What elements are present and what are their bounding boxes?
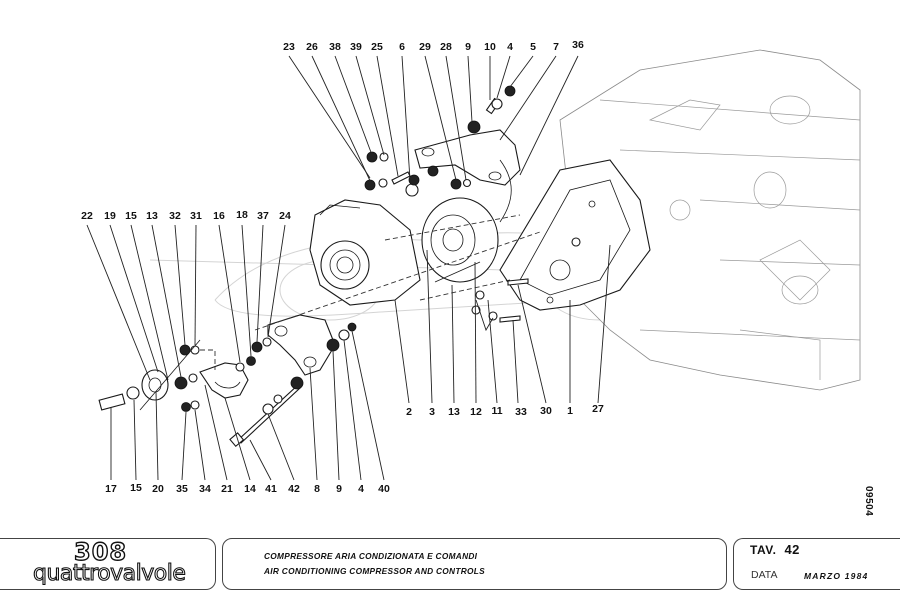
tensioner-arm — [267, 314, 357, 376]
callout: 3 — [429, 406, 435, 418]
logo-variant: quattrovalvole — [32, 561, 186, 586]
assembly-dashed-lines — [200, 214, 541, 370]
date-value: MARZO 1984 — [804, 571, 869, 581]
exploded-parts-diagram: 23 26 38 39 25 6 29 28 9 10 4 5 7 36 22 … — [81, 39, 861, 495]
callout: 15 — [130, 482, 142, 494]
engine-block — [559, 49, 861, 391]
callout: 25 — [371, 41, 383, 53]
title-block-logo-box — [0, 538, 216, 590]
title-block-table-box — [733, 538, 900, 590]
callout: 11 — [491, 405, 502, 417]
callout: 42 — [288, 483, 300, 495]
compressor-clutch-pulley — [421, 197, 499, 283]
date-label: DATA — [751, 569, 778, 581]
table-number-value: 42 — [784, 542, 800, 557]
callout: 27 — [592, 403, 604, 415]
drawing-number-text: 09504 — [863, 486, 874, 517]
drawing-number: 09504 — [846, 486, 886, 526]
fasteners-top — [364, 85, 516, 197]
callout: 20 — [152, 483, 164, 495]
callout: 14 — [244, 483, 256, 495]
callout: 37 — [257, 210, 269, 222]
callout: 33 — [515, 406, 527, 418]
table-label: TAV. — [750, 543, 777, 557]
callout: 5 — [530, 41, 536, 53]
callout: 19 — [104, 210, 116, 222]
callout: 24 — [279, 210, 291, 222]
timing-cover — [499, 159, 651, 311]
callout: 34 — [199, 483, 211, 495]
callout: 39 — [350, 41, 362, 53]
description-english: AIR CONDITIONING COMPRESSOR AND CONTROLS — [264, 566, 485, 576]
callout: 30 — [540, 405, 552, 417]
callouts-bottom-right: 2 3 13 12 11 33 30 1 27 — [406, 403, 604, 418]
callout: 35 — [176, 483, 188, 495]
callouts-bottom-left: 17 15 20 35 34 21 14 41 42 8 9 4 40 — [105, 482, 390, 495]
callout: 1 — [567, 405, 573, 417]
callouts-left: 22 19 15 13 32 31 16 18 37 24 — [81, 209, 291, 222]
leader-lines — [86, 55, 611, 481]
callout: 29 — [419, 41, 431, 53]
callout: 32 — [169, 210, 181, 222]
callout: 18 — [236, 209, 248, 221]
callout: 13 — [146, 210, 158, 222]
callout: 10 — [484, 41, 496, 53]
callout: 2 — [406, 406, 412, 418]
callout: 21 — [221, 483, 233, 495]
callout: 38 — [329, 41, 341, 53]
callout: 6 — [399, 41, 405, 53]
callout: 31 — [190, 210, 202, 222]
callout: 16 — [213, 210, 225, 222]
callout: 17 — [105, 483, 117, 495]
title-block-description-box — [222, 538, 727, 590]
callout: 15 — [125, 210, 137, 222]
table-number: TAV. 42 — [750, 542, 800, 557]
callout: 9 — [336, 483, 342, 495]
adjuster-plate — [199, 362, 249, 399]
callouts-top: 23 26 38 39 25 6 29 28 9 10 4 5 7 36 — [283, 39, 584, 53]
callout: 40 — [378, 483, 390, 495]
callout: 28 — [440, 41, 452, 53]
callout: 8 — [314, 483, 320, 495]
logo-model: 308 — [73, 538, 128, 566]
ac-compressor — [309, 199, 421, 306]
callout: 41 — [265, 483, 277, 495]
callout: 12 — [470, 406, 482, 418]
callout: 4 — [358, 483, 364, 495]
studs-and-washers — [471, 237, 581, 323]
upper-bracket — [414, 129, 521, 223]
callout: 7 — [553, 41, 559, 53]
callout: 26 — [306, 41, 318, 53]
callout: 13 — [448, 406, 460, 418]
callout: 22 — [81, 210, 93, 222]
long-bolt — [229, 376, 304, 448]
callout: 36 — [572, 39, 584, 51]
description-italian: COMPRESSORE ARIA CONDIZIONATA E COMANDI — [264, 551, 478, 561]
callout: 9 — [465, 41, 471, 53]
callout: 4 — [507, 41, 513, 53]
callout: 23 — [283, 41, 295, 53]
